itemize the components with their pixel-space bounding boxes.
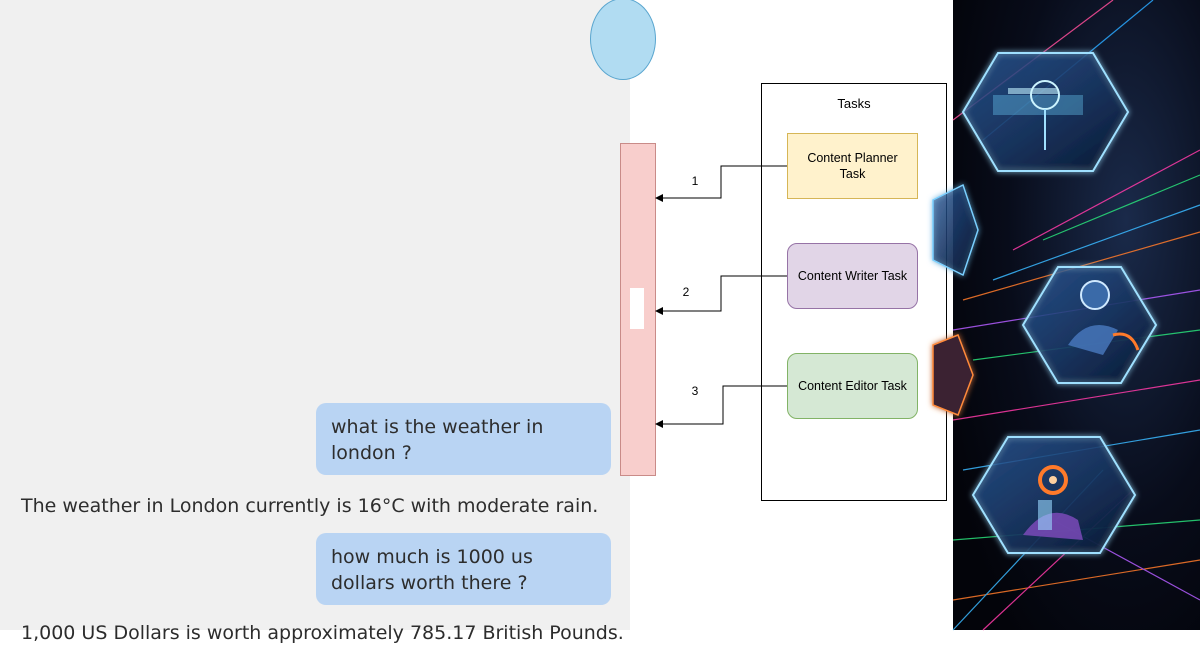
connector-arrows	[655, 165, 787, 428]
crew-box-gap	[630, 288, 644, 329]
connector-3	[655, 385, 787, 428]
connector-1	[655, 165, 787, 202]
assistant-message: The weather in London currently is 16°C …	[21, 495, 599, 517]
chat-panel: what is the weather in london ? The weat…	[0, 0, 630, 644]
tasks-title: Tasks	[837, 96, 871, 111]
connector-2	[655, 275, 787, 315]
content-planner-task-node: Content Planner Task	[787, 133, 918, 199]
content-writer-task-node: Content Writer Task	[787, 243, 918, 309]
neon-hexagon-artwork	[932, 0, 1200, 631]
agent-ellipse-node	[590, 0, 656, 80]
task-label: Content Writer Task	[797, 269, 908, 283]
assistant-message: 1,000 US Dollars is worth approximately …	[21, 622, 624, 644]
edge-label: 1	[691, 174, 699, 188]
astronaut-hologram-icon	[1021, 266, 1158, 384]
partial-hexagon	[932, 183, 979, 277]
satellite-hologram-icon	[961, 52, 1130, 172]
chat-robot-hologram-icon	[971, 436, 1137, 554]
task-label: Content Planner Task	[807, 151, 898, 181]
ai-artwork-panel	[932, 0, 1200, 631]
user-message-bubble: what is the weather in london ?	[316, 403, 611, 475]
edge-label: 2	[682, 285, 690, 299]
user-message-bubble: how much is 1000 us dollars worth there …	[316, 533, 611, 605]
content-editor-task-node: Content Editor Task	[787, 353, 918, 419]
edge-label: 3	[691, 384, 699, 398]
flow-diagram: Tasks Content Planner Task Content Write…	[590, 0, 953, 630]
task-label: Content Editor Task	[798, 379, 907, 393]
partial-hexagon	[932, 334, 974, 416]
